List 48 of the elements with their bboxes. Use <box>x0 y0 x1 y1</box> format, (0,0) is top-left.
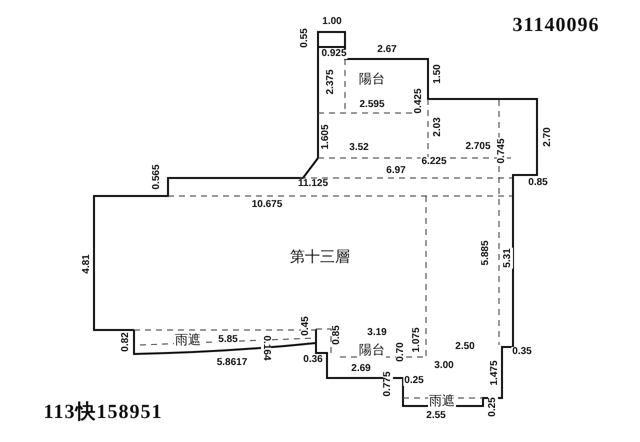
room-label: 陽台 <box>358 341 386 359</box>
dimension-value: 1.475 <box>490 359 500 387</box>
dimension-value: 0.25 <box>403 376 425 386</box>
dimension-value: 0.745 <box>497 137 507 165</box>
dimension-value: 0.35 <box>511 347 533 357</box>
dimension-value: 1.605 <box>321 123 331 151</box>
dimension-value: 0.82 <box>121 331 131 353</box>
dimension-value: 5.885 <box>481 239 491 267</box>
dimension-value: 0.85 <box>527 178 549 188</box>
dimension-value: 2.375 <box>326 68 336 96</box>
room-label: 雨遮 <box>174 331 202 349</box>
dimension-value: 0.425 <box>414 87 424 115</box>
dimension-value: 0.36 <box>302 355 324 365</box>
dimension-value: 2.55 <box>425 411 447 421</box>
dimension-value: 11.125 <box>296 179 330 189</box>
dimension-value: 3.19 <box>366 328 388 338</box>
dimension-value: 0.164 <box>261 334 271 362</box>
dimension-value: 3.00 <box>433 361 455 371</box>
dimension-value: 1.50 <box>433 63 443 85</box>
dimension-value: 0.45 <box>301 315 311 337</box>
dimension-value: 2.705 <box>464 142 492 152</box>
dimension-value: 6.225 <box>420 157 448 167</box>
room-label: 雨遮 <box>428 392 456 410</box>
dimension-value: 0.925 <box>320 49 348 59</box>
dimension-value: 2.03 <box>433 116 443 138</box>
dimension-value: 3.52 <box>348 143 370 153</box>
dimension-value: 5.85 <box>217 335 239 345</box>
dimension-value: 5.8617 <box>216 358 248 368</box>
dimension-value: 2.67 <box>376 45 398 55</box>
dimension-value: 2.595 <box>358 100 386 110</box>
room-label: 第十三層 <box>289 248 351 266</box>
dimension-value: 1.075 <box>412 326 422 354</box>
dimension-value: 10.675 <box>250 200 284 210</box>
dimension-value: 1.00 <box>321 17 343 27</box>
dimension-value: 6.97 <box>385 166 407 176</box>
reference-number: 113快158951 <box>42 402 164 422</box>
dimension-value: 0.25 <box>488 396 498 418</box>
dimension-value: 2.69 <box>350 364 372 374</box>
dimension-value: 4.81 <box>82 253 92 275</box>
dimension-value: 0.565 <box>152 163 162 191</box>
room-label: 陽台 <box>358 70 386 88</box>
dimension-value: 0.85 <box>332 324 342 346</box>
dimension-value: 2.50 <box>454 342 476 352</box>
dimension-value: 5.31 <box>503 247 513 269</box>
dimension-value: 0.775 <box>383 370 393 398</box>
dimension-value: 0.70 <box>396 341 406 363</box>
dimension-value: 0.55 <box>300 27 310 49</box>
dimension-value: 2.70 <box>543 126 553 148</box>
